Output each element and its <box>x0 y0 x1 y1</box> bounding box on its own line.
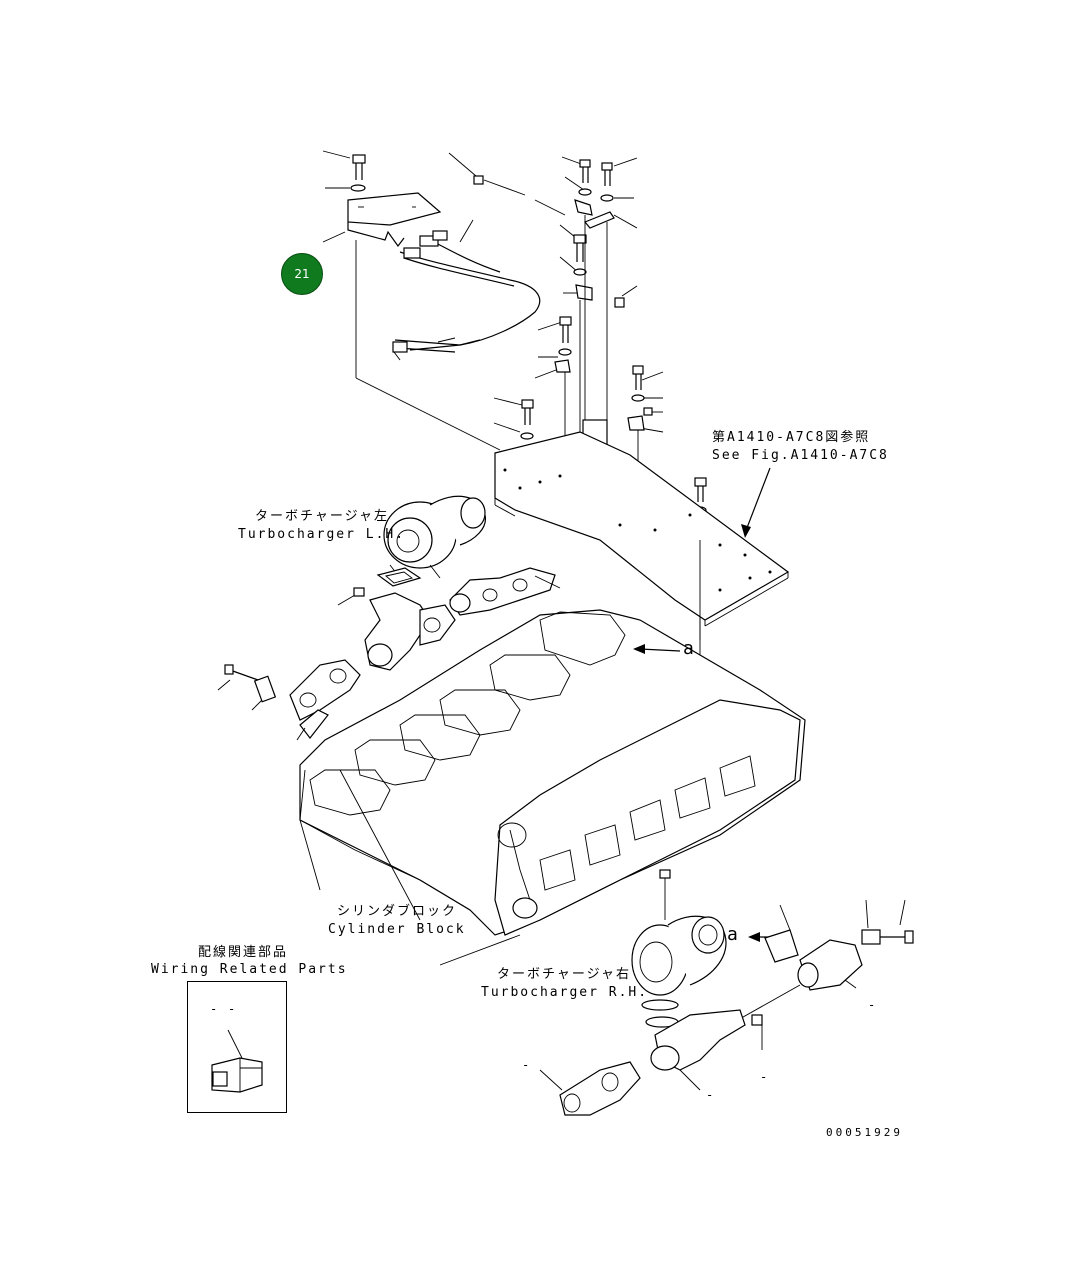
rh-elbow <box>650 1009 763 1071</box>
connector-drawing <box>211 1029 263 1093</box>
ref-a-lower: a <box>727 924 740 945</box>
box-dash-left: - <box>210 1002 218 1016</box>
dash-mark-2: - <box>706 1088 714 1102</box>
turbocharger-rh-label-jp: ターボチャージャ右 <box>497 967 631 982</box>
turbocharger-lh-drawing <box>383 495 487 579</box>
turbocharger-lh-label-jp: ターボチャージャ左 <box>255 509 389 524</box>
dash-mark-3: - <box>760 1070 768 1084</box>
wiring-related-parts-box: - - <box>187 981 287 1113</box>
clamp-bolts <box>534 156 638 540</box>
box-dash-right: - <box>228 1002 236 1016</box>
dash-mark-4: - <box>868 998 876 1012</box>
dash-mark-1: - <box>522 1058 530 1072</box>
cylinder-block-label-en: Cylinder Block <box>328 922 466 937</box>
manifold-center <box>337 587 456 671</box>
mounting-plate <box>494 431 790 627</box>
cylinder-block-drawing <box>299 609 806 966</box>
callout-21[interactable]: 21 <box>281 253 323 295</box>
cover-plate-group <box>322 150 501 451</box>
exhaust-manifold-lower <box>217 659 361 741</box>
rh-manifold-right <box>719 899 914 1031</box>
see-fig-label-jp: 第A1410-A7C8図参照 <box>712 430 871 445</box>
exhaust-manifold-upper <box>449 567 561 616</box>
ref-a-upper: a <box>683 638 696 659</box>
turbocharger-rh-drawing <box>631 869 727 1028</box>
rh-gasket <box>764 904 799 963</box>
drawing-number: 00051929 <box>826 1126 903 1139</box>
gasket-lh <box>376 567 422 587</box>
wiring-harness <box>392 152 541 361</box>
cylinder-block-label-jp: シリンダブロック <box>337 904 458 919</box>
see-fig-arrow <box>741 467 771 538</box>
see-fig-label-en: See Fig.A1410-A7C8 <box>712 448 889 463</box>
wiring-parts-label-jp: 配線関連部品 <box>198 945 289 960</box>
ref-a-arrow-upper <box>633 644 681 654</box>
wiring-parts-label-en: Wiring Related Parts <box>151 962 348 977</box>
rh-manifold-lower <box>539 1061 701 1116</box>
turbocharger-rh-label-en: Turbocharger R.H. <box>481 985 649 1000</box>
turbocharger-lh-label-en: Turbocharger L.H. <box>238 527 406 542</box>
